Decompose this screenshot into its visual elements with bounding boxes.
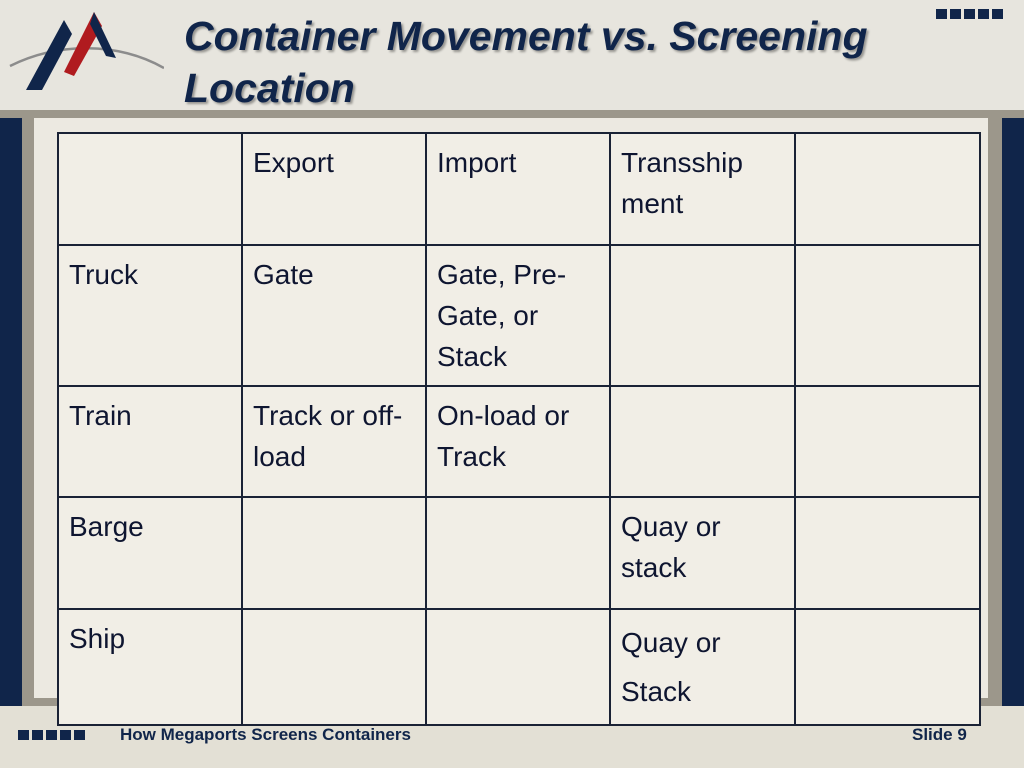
- left-gray-bar: [22, 118, 34, 706]
- square-dots-icon: [18, 730, 85, 740]
- table-row: Barge Quay or stack: [57, 496, 981, 610]
- table-cell: [609, 244, 796, 387]
- table-cell: [425, 496, 611, 610]
- table-cell: [57, 132, 243, 246]
- table-cell: [794, 608, 981, 726]
- slide-header: Container Movement vs. Screening Locatio…: [0, 0, 1024, 112]
- table-cell: Train: [57, 385, 243, 498]
- table-cell: Barge: [57, 496, 243, 610]
- table-cell: [609, 385, 796, 498]
- screening-table-wrapper: Export Import Transship ment Truck Gate …: [57, 132, 981, 726]
- table-cell: Import: [425, 132, 611, 246]
- slide-number: Slide 9: [912, 725, 967, 744]
- table-cell: Ship: [57, 608, 243, 726]
- table-cell: [241, 608, 427, 726]
- table-cell: Track or off-load: [241, 385, 427, 498]
- footer-presentation-title: How Megaports Screens Containers: [120, 725, 411, 744]
- header-divider: [0, 110, 1024, 118]
- table-cell: Truck: [57, 244, 243, 387]
- table-cell: On-load or Track: [425, 385, 611, 498]
- table-row: Truck Gate Gate, Pre-Gate, or Stack: [57, 244, 981, 387]
- square-dots-icon: [936, 9, 1003, 19]
- right-gray-bar: [988, 118, 1002, 706]
- table-cell: [794, 244, 981, 387]
- table-cell: Export: [241, 132, 427, 246]
- table-row: Ship Quay or Stack: [57, 608, 981, 726]
- table-cell: Quay or stack: [609, 496, 796, 610]
- table-row: Train Track or off-load On-load or Track: [57, 385, 981, 498]
- table-cell: Quay or Stack: [609, 608, 796, 726]
- megaports-logo-icon: [9, 12, 164, 90]
- table-cell: Transship ment: [609, 132, 796, 246]
- table-cell: Gate, Pre-Gate, or Stack: [425, 244, 611, 387]
- table-cell: [794, 496, 981, 610]
- table-cell: [425, 608, 611, 726]
- slide-title: Container Movement vs. Screening Locatio…: [184, 13, 868, 111]
- table-cell: [794, 132, 981, 246]
- screening-location-table: Export Import Transship ment Truck Gate …: [57, 132, 981, 726]
- table-cell: [794, 385, 981, 498]
- table-cell: Gate: [241, 244, 427, 387]
- left-navy-bar: [0, 118, 22, 706]
- table-cell: [241, 496, 427, 610]
- right-navy-bar: [1002, 118, 1024, 706]
- table-row: Export Import Transship ment: [57, 132, 981, 246]
